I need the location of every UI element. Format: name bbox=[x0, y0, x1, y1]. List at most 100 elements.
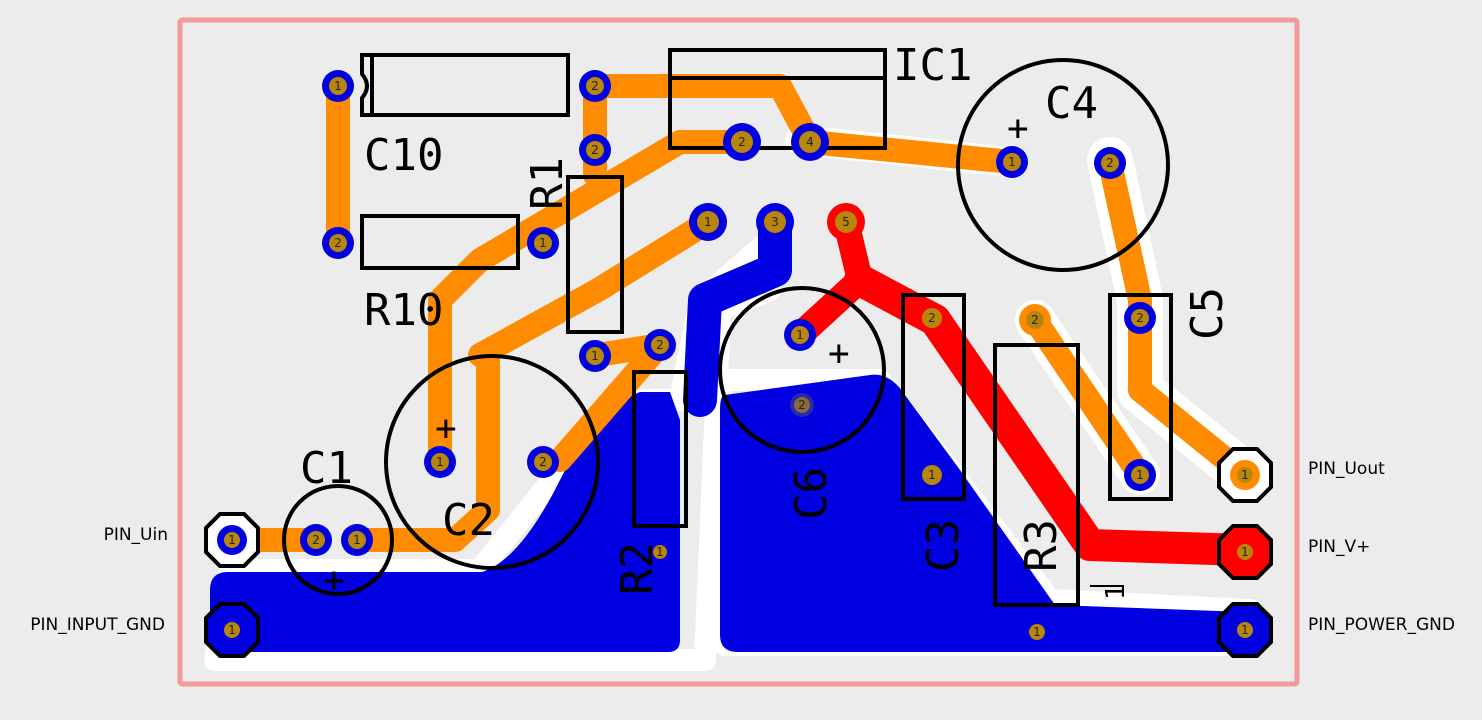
c1-plus: + bbox=[323, 560, 345, 601]
c1-outline bbox=[282, 484, 394, 596]
svg-text:2: 2 bbox=[591, 143, 599, 157]
svg-text:2: 2 bbox=[1106, 156, 1114, 170]
svg-text:1: 1 bbox=[1241, 545, 1249, 559]
label-r3: R3 bbox=[1016, 519, 1067, 572]
pad-r1-2[interactable]: 2 bbox=[579, 134, 611, 166]
pad-ic1-5[interactable]: 5 bbox=[827, 203, 865, 241]
pin-vplus[interactable]: 1 bbox=[1217, 524, 1273, 580]
pad-ic1-3[interactable]: 3 bbox=[756, 203, 794, 241]
svg-text:2: 2 bbox=[928, 311, 936, 325]
label-c6: C6 bbox=[786, 467, 837, 520]
pin-label-vplus: PIN_V+ bbox=[1308, 537, 1370, 557]
label-c3: C3 bbox=[918, 519, 969, 572]
label-c1: C1 bbox=[300, 443, 353, 494]
c2-outline bbox=[384, 354, 600, 570]
svg-text:1: 1 bbox=[539, 236, 547, 250]
svg-text:1: 1 bbox=[1033, 625, 1041, 639]
svg-text:2: 2 bbox=[591, 79, 599, 93]
pad-c5-1[interactable]: 1 bbox=[1124, 459, 1156, 491]
label-c4: C4 bbox=[1045, 78, 1098, 129]
pin-uin[interactable]: 1 bbox=[204, 512, 260, 568]
power-trace-layer bbox=[787, 209, 1261, 566]
c2-plus: + bbox=[435, 408, 457, 449]
svg-text:5: 5 bbox=[842, 215, 850, 229]
svg-text:1: 1 bbox=[353, 533, 361, 547]
pad-c2-1[interactable]: 1 bbox=[424, 446, 456, 478]
svg-text:1: 1 bbox=[228, 623, 236, 637]
label-ic1: IC1 bbox=[893, 40, 972, 91]
svg-text:1: 1 bbox=[334, 79, 342, 93]
pad-c6-2[interactable]: 2 bbox=[790, 393, 814, 417]
pad-c3-1[interactable]: 1 bbox=[922, 465, 942, 485]
r3-outline bbox=[993, 343, 1080, 607]
c4-plus: + bbox=[1007, 108, 1029, 149]
bottom-copper-layer bbox=[210, 205, 1262, 652]
pad-c1-2[interactable]: 2 bbox=[300, 524, 332, 556]
pad-c4-1[interactable]: 1 bbox=[996, 146, 1028, 178]
pad-c6-1[interactable]: 1 bbox=[784, 319, 816, 351]
svg-text:1: 1 bbox=[1241, 468, 1249, 482]
svg-text:2: 2 bbox=[1136, 311, 1144, 325]
c6-outline bbox=[718, 286, 886, 454]
pad-c3-2[interactable]: 2 bbox=[922, 308, 942, 328]
pad-r10-1[interactable]: 1 bbox=[527, 227, 559, 259]
pad-r3-2[interactable]: 2 bbox=[1019, 304, 1051, 336]
r3-pin1-marker: 1 bbox=[1101, 584, 1131, 600]
pin-label-uout: PIN_Uout bbox=[1308, 459, 1385, 479]
svg-text:1: 1 bbox=[796, 328, 804, 342]
svg-text:2: 2 bbox=[539, 455, 547, 469]
svg-text:1: 1 bbox=[1008, 155, 1016, 169]
svg-text:2: 2 bbox=[656, 338, 664, 352]
pad-c5-2[interactable]: 2 bbox=[1124, 302, 1156, 334]
pad-c10-1[interactable]: 1 bbox=[322, 70, 354, 102]
pad-r1-1[interactable]: 1 bbox=[579, 340, 611, 372]
ic1-pin3-track bbox=[683, 205, 792, 417]
pin-input-gnd[interactable]: 1 bbox=[204, 602, 260, 658]
svg-text:2: 2 bbox=[798, 398, 806, 412]
pin-label-input-gnd: PIN_INPUT_GND bbox=[30, 615, 165, 635]
silk-labels: IC1 C10 R10 R1 C4 C2 C1 R2 C6 C3 R3 C5 1… bbox=[30, 40, 1455, 635]
pad-c4-2[interactable]: 2 bbox=[1094, 147, 1126, 179]
pin-label-uin: PIN_Uin bbox=[104, 525, 168, 545]
label-c2: C2 bbox=[442, 495, 495, 546]
pad-ic1-1[interactable]: 1 bbox=[689, 203, 727, 241]
r1-outline bbox=[566, 175, 624, 334]
svg-text:1: 1 bbox=[656, 545, 664, 559]
pad-r3-1[interactable]: 1 bbox=[1029, 624, 1045, 640]
pad-r2-2[interactable]: 2 bbox=[644, 329, 676, 361]
svg-text:4: 4 bbox=[806, 135, 814, 149]
label-c5: C5 bbox=[1182, 287, 1233, 340]
r2-outline bbox=[632, 370, 688, 528]
power-gnd-pour bbox=[720, 374, 1262, 652]
label-r1: R1 bbox=[522, 157, 573, 210]
c4-outline bbox=[956, 58, 1170, 272]
svg-text:3: 3 bbox=[771, 215, 779, 229]
svg-text:1: 1 bbox=[1241, 623, 1249, 637]
label-c10: C10 bbox=[364, 130, 443, 181]
label-r10: R10 bbox=[364, 285, 443, 336]
svg-text:2: 2 bbox=[1031, 313, 1039, 327]
c5-outline bbox=[1108, 293, 1173, 501]
pin-power-gnd[interactable]: 1 bbox=[1217, 602, 1273, 658]
svg-text:1: 1 bbox=[591, 349, 599, 363]
pad-c2-2[interactable]: 2 bbox=[527, 446, 559, 478]
pad-c10-2[interactable]: 2 bbox=[579, 70, 611, 102]
pin-label-power-gnd: PIN_POWER_GND bbox=[1308, 615, 1455, 635]
silkscreen-layer bbox=[282, 48, 1173, 607]
svg-text:2: 2 bbox=[334, 236, 342, 250]
pad-r2-1[interactable]: 1 bbox=[653, 545, 667, 559]
board-outline bbox=[177, 17, 1300, 687]
pin-uout[interactable]: 1 bbox=[1217, 447, 1273, 503]
pad-ic1-2[interactable]: 2 bbox=[723, 123, 761, 161]
svg-text:2: 2 bbox=[738, 135, 746, 149]
c6-plus: + bbox=[828, 333, 850, 374]
pad-c1-1[interactable]: 1 bbox=[341, 524, 373, 556]
pad-ic1-4[interactable]: 4 bbox=[791, 123, 829, 161]
svg-text:2: 2 bbox=[312, 533, 320, 547]
ic1-outline bbox=[668, 48, 887, 150]
input-gnd-pour bbox=[210, 392, 680, 652]
pad-r10-2[interactable]: 2 bbox=[322, 227, 354, 259]
svg-text:1: 1 bbox=[436, 455, 444, 469]
svg-text:1: 1 bbox=[704, 215, 712, 229]
